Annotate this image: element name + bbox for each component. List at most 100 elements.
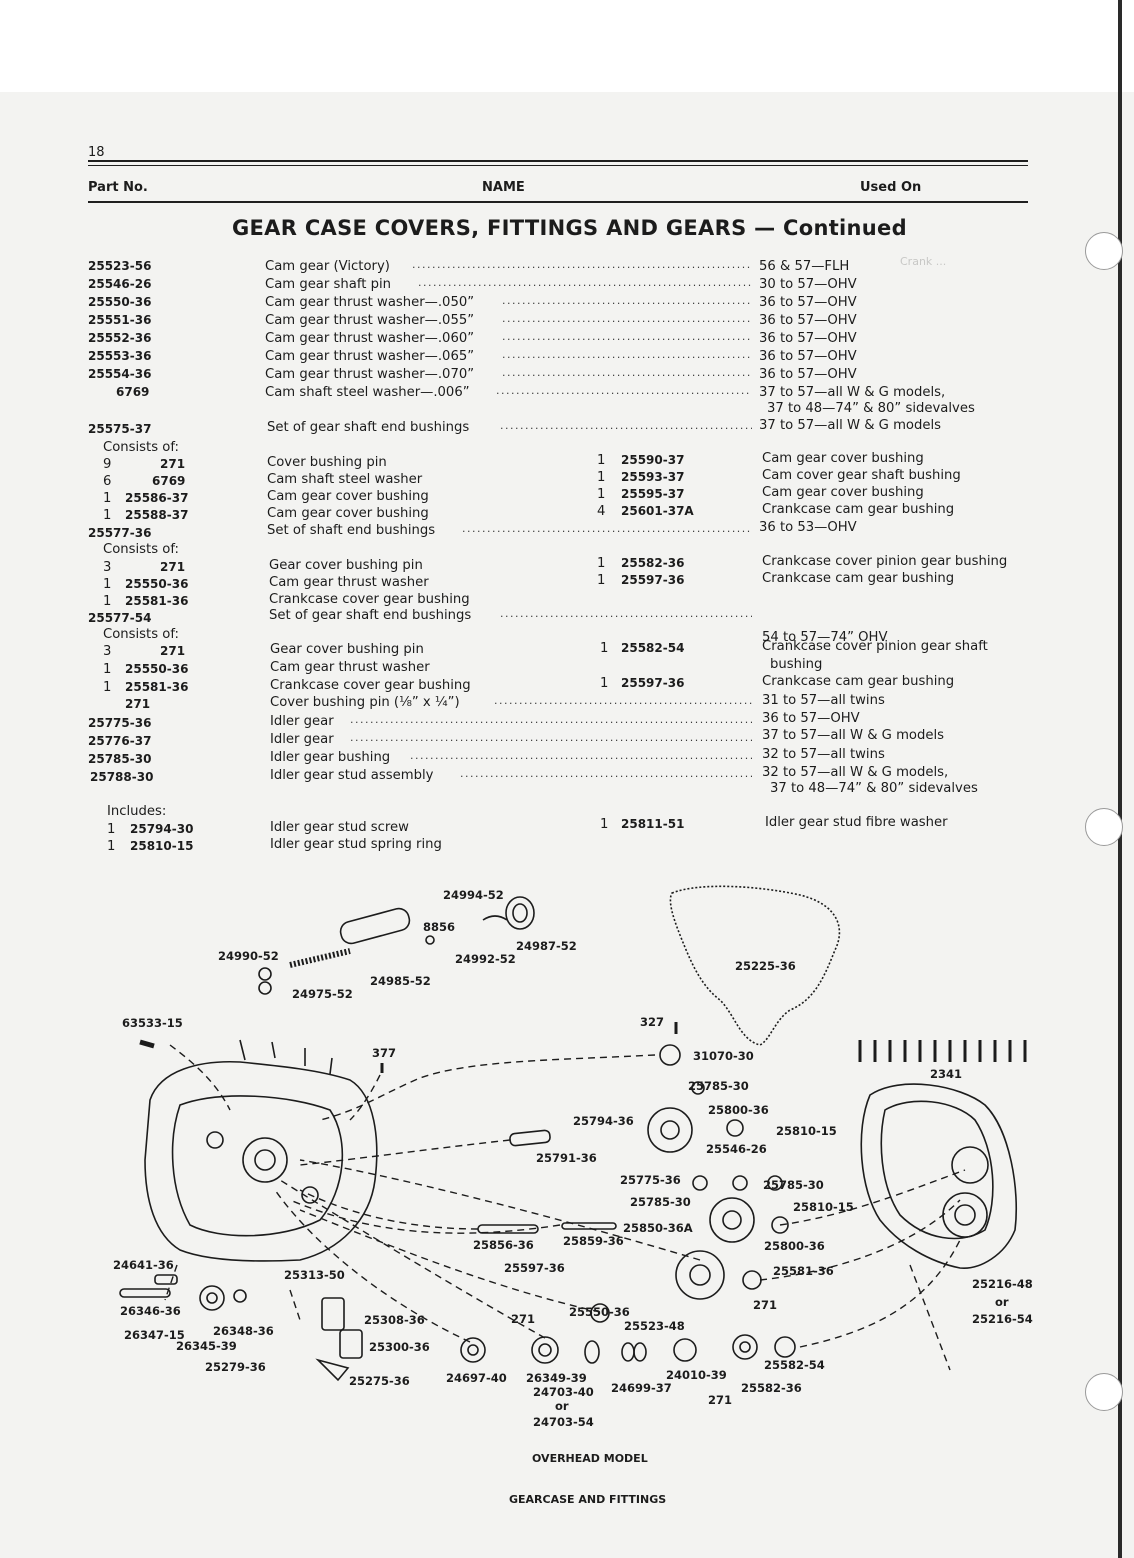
part-name: Set of gear shaft end bushings (269, 608, 472, 623)
callout-label: 25810-15 (793, 1200, 854, 1214)
qty: 1 (103, 491, 112, 506)
part-number: 271 (160, 644, 186, 658)
callout-label: 25810-15 (776, 1124, 837, 1138)
callout-label: 24703-40 (533, 1385, 594, 1399)
callout-label: 25523-48 (624, 1319, 685, 1333)
column-header-used-on: Used On (860, 180, 922, 195)
part-number: 6769 (116, 385, 150, 399)
part-number: 25575-37 (88, 422, 152, 436)
used-on: 54 to 57—74” OHV (762, 630, 888, 645)
qty: 1 (597, 487, 606, 502)
part-number: 25582-54 (621, 641, 685, 655)
part-number: 25577-36 (88, 526, 152, 540)
part-name: Cam gear thrust washer—.050” (265, 295, 475, 310)
part-name: Cam gear (Victory) (265, 259, 390, 274)
qty: 1 (103, 594, 112, 609)
part-number: 25553-36 (88, 349, 152, 363)
part-name: Cam shaft steel washer—.006” (265, 385, 470, 400)
part-name: Cam gear thrust washer—.065” (265, 349, 475, 364)
used-on: 36 to 57—OHV (759, 313, 857, 328)
callout-label: 25279-36 (205, 1360, 266, 1374)
consists-of-label: Consists of: (103, 627, 179, 642)
used-on: 31 to 57—all twins (762, 693, 885, 708)
part-name: Idler gear (270, 714, 334, 729)
callout-label: 25582-36 (741, 1381, 802, 1395)
crankcase-drawing (144, 1060, 378, 1262)
qty: 1 (103, 577, 112, 592)
qty: 1 (103, 508, 112, 523)
binder-hole (1085, 232, 1123, 270)
page-sheet (0, 92, 1134, 1558)
callout-label: or (995, 1295, 1009, 1309)
callout-label: 25582-54 (764, 1358, 825, 1372)
used-on: 30 to 57—OHV (759, 277, 857, 292)
diagram-subcaption: GEARCASE AND FITTINGS (509, 1493, 667, 1506)
part-number: 25810-15 (130, 839, 194, 853)
used-on-continued: 37 to 48—74” & 80” sidevalves (767, 401, 975, 416)
callout-label: 24987-52 (516, 939, 577, 953)
part-number: 25597-36 (621, 676, 685, 690)
part-number: 25794-30 (130, 822, 194, 836)
part-name: Cam gear thrust washer (269, 575, 429, 590)
callout-label: 25216-54 (972, 1312, 1033, 1326)
part-number: 271 (160, 560, 186, 574)
callout-label: 25216-48 (972, 1277, 1033, 1291)
qty: 1 (103, 680, 112, 695)
callout-label: 25800-36 (764, 1239, 825, 1253)
qty: 1 (103, 662, 112, 677)
column-header-name: NAME (482, 180, 525, 195)
part-name: Cam gear cover bushing (267, 489, 429, 504)
callout-label: 24697-40 (446, 1371, 507, 1385)
section-title: GEAR CASE COVERS, FITTINGS AND GEARS — C… (232, 216, 907, 240)
part-name: Cam gear cover bushing (762, 485, 924, 500)
qty: 1 (107, 839, 116, 854)
callout-label: 25550-36 (569, 1305, 630, 1319)
gearcase-exploded-diagram: 24994-52 8856 24987-52 24992-52 24990-52… (113, 885, 1033, 1429)
part-number: 25577-54 (88, 611, 152, 625)
consists-of-label: Consists of: (103, 542, 179, 557)
part-number: 25785-30 (88, 752, 152, 766)
part-number: 25546-26 (88, 277, 152, 291)
callout-label: 25785-30 (688, 1079, 749, 1093)
part-number: 25601-37A (621, 504, 694, 518)
callout-label: 25800-36 (708, 1103, 769, 1117)
part-name: Idler gear stud spring ring (270, 837, 442, 852)
includes-label: Includes: (107, 804, 167, 819)
part-name: Crankcase cam gear bushing (762, 571, 955, 586)
qty: 6 (103, 474, 112, 489)
qty: 1 (597, 470, 606, 485)
callout-label: 25791-36 (536, 1151, 597, 1165)
callout-label: 24010-39 (666, 1368, 727, 1382)
part-name: Idler gear stud fibre washer (765, 815, 948, 830)
part-number: 25550-36 (88, 295, 152, 309)
callout-label: 25785-30 (630, 1195, 691, 1209)
diagram-caption: OVERHEAD MODEL (532, 1452, 648, 1465)
callout-label: 26346-36 (120, 1304, 181, 1318)
screws-drawing (858, 1040, 1027, 1062)
part-name: Set of gear shaft end bushings (267, 420, 470, 435)
part-number: 25581-36 (125, 680, 189, 694)
part-number: 25550-36 (125, 662, 189, 676)
callout-label: 24992-52 (455, 952, 516, 966)
part-name: Idler gear (270, 732, 334, 747)
part-number: 25595-37 (621, 487, 685, 501)
used-on: 32 to 57—all twins (762, 747, 885, 762)
part-name: Gear cover bushing pin (269, 558, 423, 573)
column-header-part-no: Part No. (88, 180, 148, 195)
callout-label: 25597-36 (504, 1261, 565, 1275)
callout-label: 24975-52 (292, 987, 353, 1001)
part-number: 25552-36 (88, 331, 152, 345)
callout-label: 8856 (423, 920, 455, 934)
scan-edge (1118, 0, 1122, 1558)
part-name: Crankcase cover pinion gear shaft (762, 639, 988, 654)
part-name: Cover bushing pin (⅛” x ¼”) (270, 695, 460, 710)
gears-drawing (199, 1044, 796, 1382)
part-name: Crankcase cam gear bushing (762, 674, 955, 689)
used-on: 36 to 57—OHV (759, 367, 857, 382)
part-number: 25593-37 (621, 470, 685, 484)
callout-label: 327 (640, 1015, 664, 1029)
qty: 3 (103, 560, 112, 575)
gasket-drawing (669, 885, 841, 1046)
header-rule-top-thin (88, 165, 1028, 166)
part-name: Cam cover gear shaft bushing (762, 468, 961, 483)
